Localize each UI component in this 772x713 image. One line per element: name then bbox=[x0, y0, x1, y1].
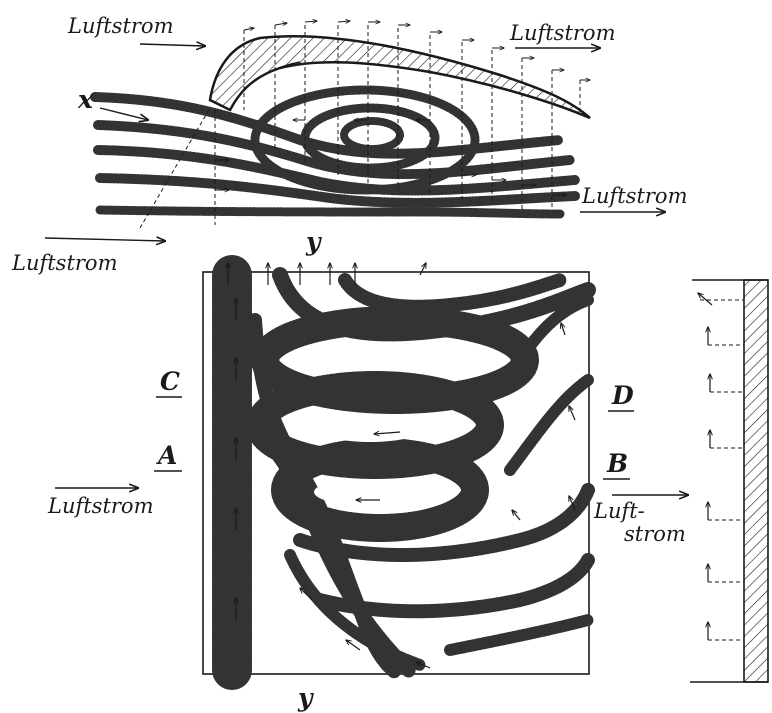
flow-label-right-lower-1: Luft- bbox=[593, 499, 645, 523]
section-letter-y-top: y bbox=[305, 227, 322, 256]
side-wall-section bbox=[690, 280, 768, 682]
flow-arrow-left bbox=[45, 238, 165, 241]
flow-label-left-lower: Luftstrom bbox=[47, 494, 154, 518]
section-letter-b: B bbox=[606, 449, 628, 478]
flow-label-top-right: Luftstrom bbox=[509, 21, 616, 45]
flow-label-left: Luftstrom bbox=[11, 251, 118, 275]
section-letter-c: C bbox=[160, 367, 180, 396]
flow-label-top-left: Luftstrom bbox=[67, 14, 174, 38]
x-arrow bbox=[100, 108, 148, 120]
flow-label-mid-right: Luftstrom bbox=[581, 184, 688, 208]
plan-view bbox=[203, 263, 589, 674]
section-letter-a: A bbox=[156, 441, 177, 470]
section-letter-x: x bbox=[77, 85, 94, 114]
section-letter-y-bottom: y bbox=[297, 683, 314, 712]
flow-arrow-top-left bbox=[140, 44, 205, 46]
wing-section bbox=[95, 21, 590, 228]
flow-label-right-lower-2: strom bbox=[624, 522, 686, 546]
side-wall bbox=[744, 280, 768, 682]
section-letter-d: D bbox=[611, 381, 634, 410]
